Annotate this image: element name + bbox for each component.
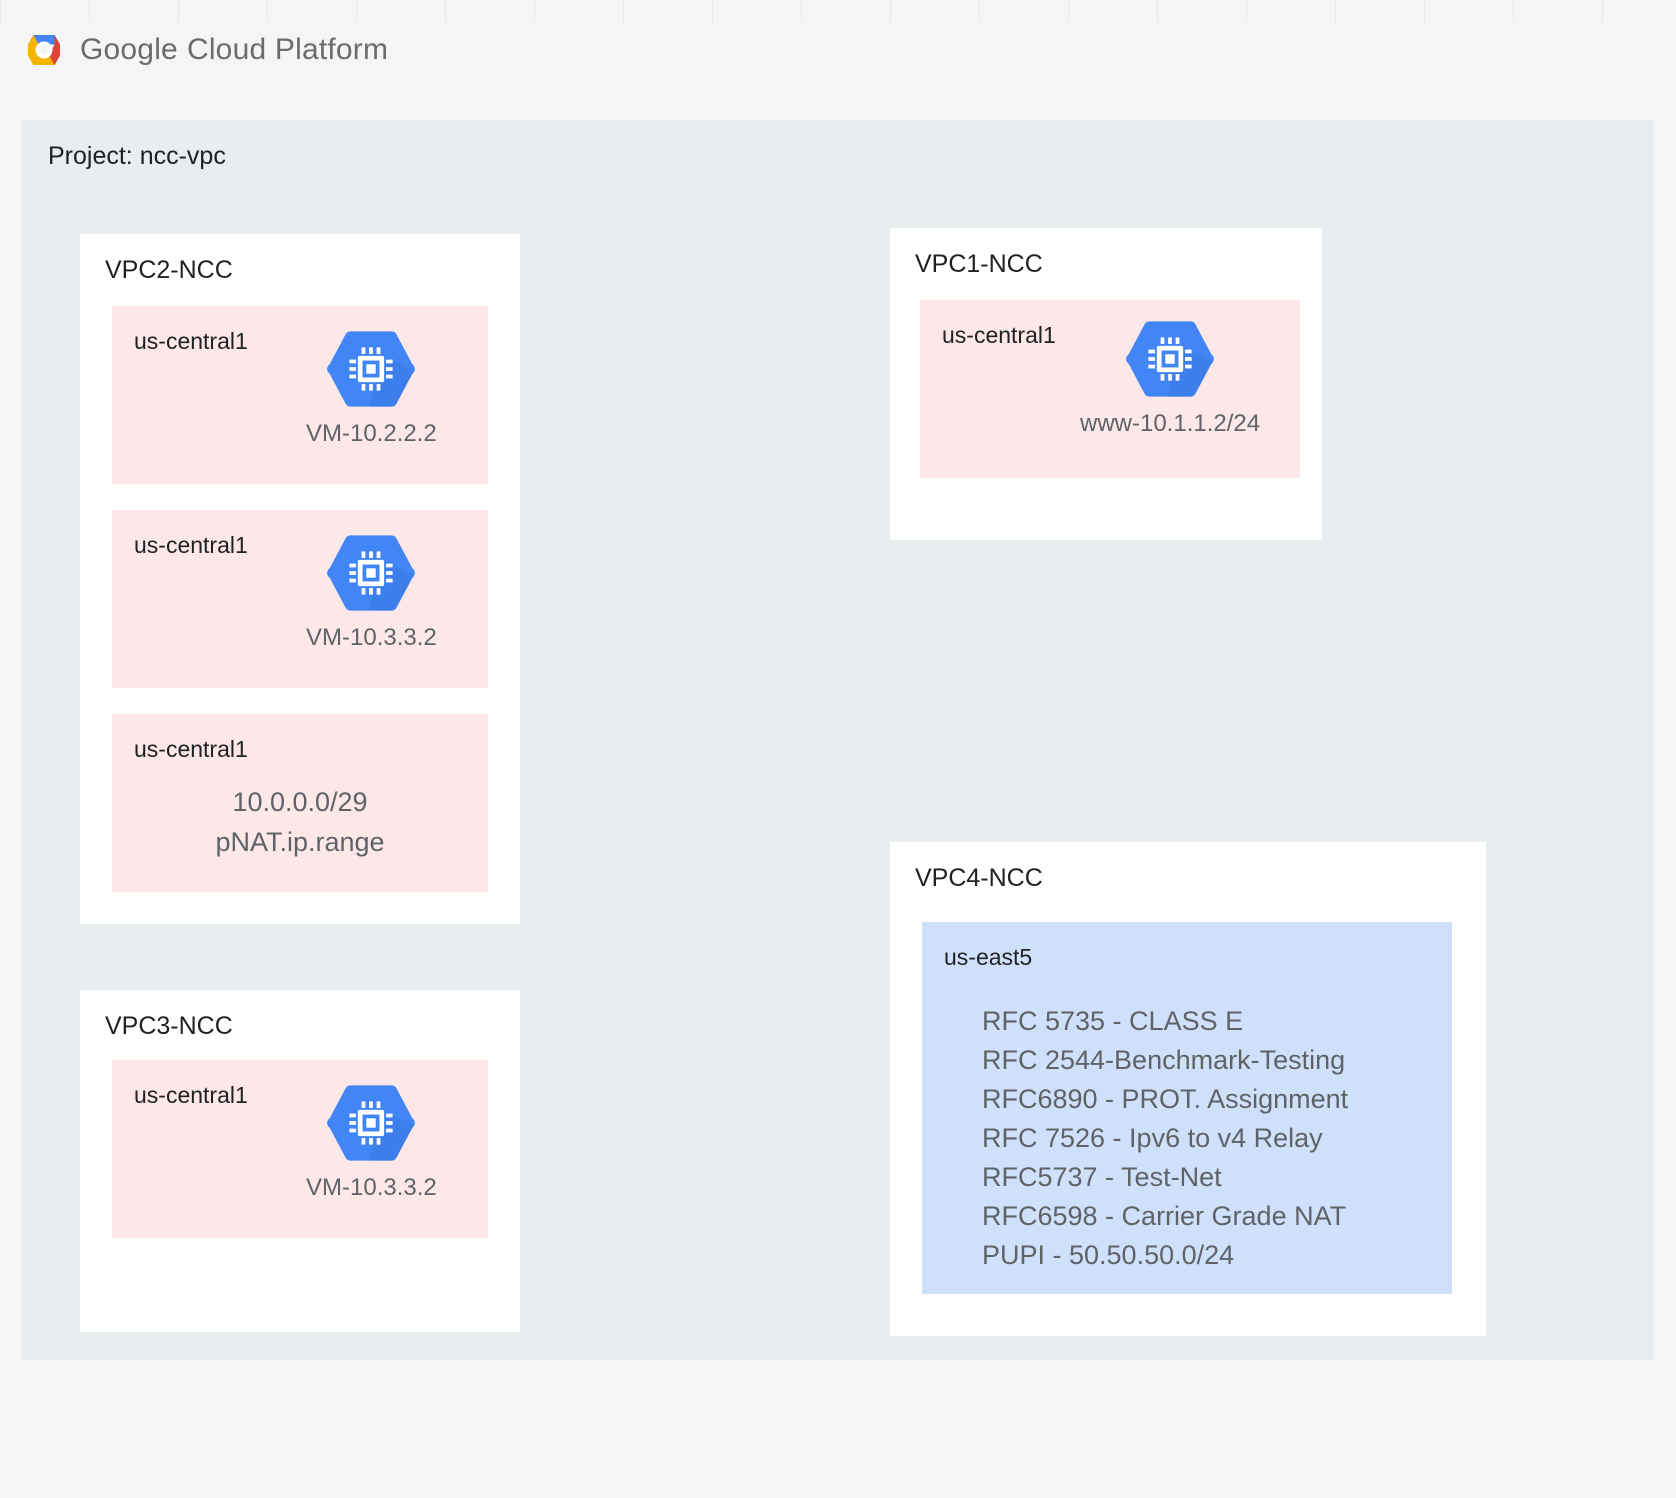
subnet-box[interactable]: us-central1 bbox=[920, 300, 1300, 478]
vm-caption: www-10.1.1.2/24 bbox=[1080, 410, 1261, 437]
project-container: Project: ncc-vpc VPC2-NCC us-central1 bbox=[22, 120, 1654, 1360]
subnet-region-label: us-central1 bbox=[134, 532, 248, 558]
vpc-title: VPC1-NCC bbox=[915, 250, 1043, 278]
vpc-card-vpc4-ncc[interactable]: VPC4-NCC us-east5 RFC 5735 - CLASS E RFC… bbox=[890, 842, 1486, 1336]
vm-instance[interactable]: VM-10.2.2.2 bbox=[306, 322, 437, 448]
vm-caption: VM-10.3.3.2 bbox=[306, 624, 437, 651]
top-grid-ticks bbox=[0, 0, 1676, 22]
rfc-list-item: RFC 5735 - CLASS E bbox=[982, 1006, 1244, 1036]
subnet-region-label: us-central1 bbox=[942, 322, 1056, 348]
rfc-list-item: RFC6598 - Carrier Grade NAT bbox=[982, 1201, 1347, 1231]
vm-caption: VM-10.2.2.2 bbox=[306, 420, 437, 447]
rfc-list-item: RFC6890 - PROT. Assignment bbox=[982, 1084, 1349, 1114]
rfc-list: RFC 5735 - CLASS E RFC 2544-Benchmark-Te… bbox=[982, 1002, 1348, 1275]
vpc-card-vpc2-ncc[interactable]: VPC2-NCC us-central1 bbox=[80, 234, 520, 924]
project-label: Project: ncc-vpc bbox=[48, 142, 226, 170]
google-cloud-platform-logo-icon bbox=[22, 28, 66, 72]
brand-google: Google bbox=[80, 33, 178, 66]
compute-engine-vm-icon bbox=[327, 535, 416, 611]
rfc-list-item: RFC 7526 - Ipv6 to v4 Relay bbox=[982, 1123, 1323, 1153]
vpc-card-vpc1-ncc[interactable]: VPC1-NCC us-central1 bbox=[890, 228, 1322, 540]
pnat-name: pNAT.ip.range bbox=[215, 827, 385, 857]
compute-engine-vm-icon bbox=[1126, 321, 1214, 397]
subnet-box[interactable]: us-central1 bbox=[112, 1060, 488, 1238]
vm-instance[interactable]: www-10.1.1.2/24 bbox=[1080, 312, 1260, 438]
subnet-box[interactable]: us-central1 bbox=[112, 510, 488, 688]
subnet-box[interactable]: us-central1 bbox=[112, 306, 488, 484]
pnat-range-text: 10.0.0.0/29 pNAT.ip.range bbox=[112, 782, 488, 862]
subnet-region-label: us-central1 bbox=[134, 1082, 248, 1108]
rfc-list-item: RFC5737 - Test-Net bbox=[982, 1162, 1222, 1192]
subnet-box[interactable]: us-east5 RFC 5735 - CLASS E RFC 2544-Ben… bbox=[922, 922, 1452, 1294]
vpc-card-vpc3-ncc[interactable]: VPC3-NCC us-central1 bbox=[80, 990, 520, 1332]
vm-instance[interactable]: VM-10.3.3.2 bbox=[306, 526, 437, 652]
vm-caption: VM-10.3.3.2 bbox=[306, 1174, 437, 1201]
vpc-title: VPC2-NCC bbox=[105, 256, 233, 284]
subnet-region-label: us-central1 bbox=[134, 328, 248, 354]
subnet-region-label: us-central1 bbox=[134, 736, 248, 762]
rfc-list-item: RFC 2544-Benchmark-Testing bbox=[982, 1045, 1346, 1075]
vm-instance[interactable]: VM-10.3.3.2 bbox=[306, 1076, 437, 1202]
pnat-cidr: 10.0.0.0/29 bbox=[232, 787, 368, 817]
compute-engine-vm-icon bbox=[327, 331, 416, 407]
brand-cloud-platform: Cloud Platform bbox=[186, 33, 389, 66]
subnet-region-label: us-east5 bbox=[944, 944, 1033, 970]
vpc-title: VPC4-NCC bbox=[915, 864, 1043, 892]
rfc-list-item: PUPI - 50.50.50.0/24 bbox=[982, 1240, 1235, 1270]
subnet-box[interactable]: us-central1 10.0.0.0/29 pNAT.ip.range bbox=[112, 714, 488, 892]
compute-engine-vm-icon bbox=[327, 1085, 416, 1161]
vpc-title: VPC3-NCC bbox=[105, 1012, 233, 1040]
